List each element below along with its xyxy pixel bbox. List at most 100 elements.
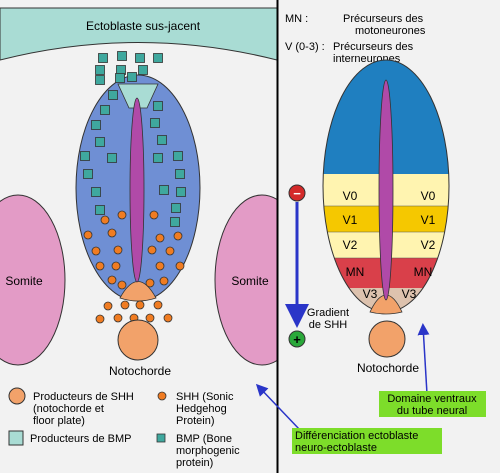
bmp-square xyxy=(98,53,108,63)
shh-dot xyxy=(95,261,105,271)
ventral-domains-line2: du tube neural xyxy=(397,405,467,417)
bmp-square xyxy=(107,153,117,163)
shh-dot xyxy=(145,278,155,288)
bmp-square xyxy=(153,101,163,111)
shh-dot xyxy=(145,313,155,323)
bmp-square xyxy=(83,169,93,179)
bmp-square xyxy=(100,105,110,115)
legend-bmp-line3: protein) xyxy=(176,457,213,469)
legend-shh-line2: Hedgehog xyxy=(176,403,227,415)
shh-dot xyxy=(113,245,123,255)
bmp-square xyxy=(127,72,137,82)
shh-dot xyxy=(163,313,173,323)
bmp-square xyxy=(91,187,101,197)
v0-label-right: V0 xyxy=(421,189,436,203)
shh-dot xyxy=(147,245,157,255)
ventral-domains-arrow xyxy=(417,323,430,395)
ectoderm-label: Ectoblaste sus-jacent xyxy=(86,19,201,33)
ventral-domains-highlight xyxy=(379,391,486,417)
bmp-protein-squares xyxy=(80,51,186,227)
bmp-square xyxy=(153,153,163,163)
bmp-square xyxy=(153,53,163,63)
legend-shh-producer-line1: Producteurs de SHH xyxy=(33,391,134,403)
legend-bmp-producer-line1: Producteurs de BMP xyxy=(30,433,132,445)
differentiation-arrow xyxy=(255,383,301,431)
notochord-right-label: Notochorde xyxy=(357,361,419,375)
shh-dot xyxy=(173,231,183,241)
shh-dot xyxy=(153,300,163,310)
legend-mn-line1: Précurseurs des xyxy=(343,13,424,25)
v2-label-right: V2 xyxy=(421,238,436,252)
legend-shh-line3: Protein) xyxy=(176,415,215,427)
bmp-square xyxy=(95,75,105,85)
bmp-square xyxy=(159,185,169,195)
shh-dot xyxy=(107,275,117,285)
v0-label-left: V0 xyxy=(343,189,358,203)
legend-mn-line2: motoneurones xyxy=(355,25,426,37)
v2-label-left: V2 xyxy=(343,238,358,252)
legend-v-line1: Précurseurs des xyxy=(333,41,414,53)
plus-icon xyxy=(288,330,306,348)
bmp-square xyxy=(135,53,145,63)
overlying-ectoderm xyxy=(0,7,277,61)
shh-dot xyxy=(175,261,185,271)
somite-left-label: Somite xyxy=(5,274,43,288)
bmp-square xyxy=(150,118,160,128)
gradient-label-line2: de SHH xyxy=(309,319,348,331)
shh-dot xyxy=(120,300,130,310)
somite-left xyxy=(0,194,66,366)
shh-dot xyxy=(155,233,165,243)
bmp-square xyxy=(173,151,183,161)
legend-bmp-producer-icon xyxy=(8,430,24,446)
somite-right-label: Somite xyxy=(231,274,269,288)
left-panel xyxy=(0,7,277,366)
floor-plate-right xyxy=(369,294,403,315)
legend-shh-producer-icon xyxy=(8,387,26,405)
differentiation-line1: Différenciation ectoblaste xyxy=(295,430,418,442)
v1-label-left: V1 xyxy=(343,213,358,227)
bmp-square xyxy=(157,135,167,145)
bmp-square xyxy=(108,90,118,100)
ventral-domains-line1: Domaine ventraux xyxy=(387,393,477,405)
legend-mn-abbr: MN : xyxy=(285,13,308,25)
bmp-square xyxy=(176,187,186,197)
bmp-square xyxy=(115,73,125,83)
bmp-square xyxy=(91,120,101,130)
legend-shh-producer-line3: floor plate) xyxy=(33,415,85,427)
legend-bmp-line2: morphogenic xyxy=(176,445,240,457)
somite-right xyxy=(214,194,277,366)
shh-dot xyxy=(155,261,165,271)
neural-lumen-left xyxy=(129,97,145,283)
v1-label-right: V1 xyxy=(421,213,436,227)
differentiation-line2: neuro-ectoblaste xyxy=(295,442,377,454)
shh-dot xyxy=(91,246,101,256)
shh-dot xyxy=(100,215,110,225)
minus-sign: − xyxy=(293,186,301,201)
bmp-square xyxy=(95,205,105,215)
bmp-square xyxy=(95,137,105,147)
legend-v-abbr: V (0-3) : xyxy=(285,41,325,53)
bmp-square xyxy=(117,51,127,61)
legend-shh-producer-line2: (notochorde et xyxy=(33,403,104,415)
gradient-label-line1: Gradient xyxy=(307,307,349,319)
mn-label-right: MN xyxy=(414,265,433,279)
shh-dot xyxy=(95,314,105,324)
differentiation-highlight xyxy=(292,428,442,454)
shh-dot xyxy=(111,261,121,271)
floor-plate-left xyxy=(119,281,157,302)
shh-dot xyxy=(165,246,175,256)
plus-sign: + xyxy=(293,332,301,347)
bmp-square xyxy=(175,169,185,179)
bmp-square xyxy=(95,65,105,75)
shh-dot xyxy=(107,228,117,238)
shh-dot xyxy=(117,280,127,290)
bmp-square xyxy=(80,151,90,161)
bottom-legend: Producteurs de SHH (notochorde et floor … xyxy=(8,387,240,469)
notochord-right xyxy=(368,320,406,358)
notochord-left xyxy=(117,319,159,361)
v3-label-right: V3 xyxy=(402,287,417,301)
notochord-left-label: Notochorde xyxy=(109,364,171,378)
bmp-square xyxy=(171,203,181,213)
shh-dot xyxy=(113,313,123,323)
